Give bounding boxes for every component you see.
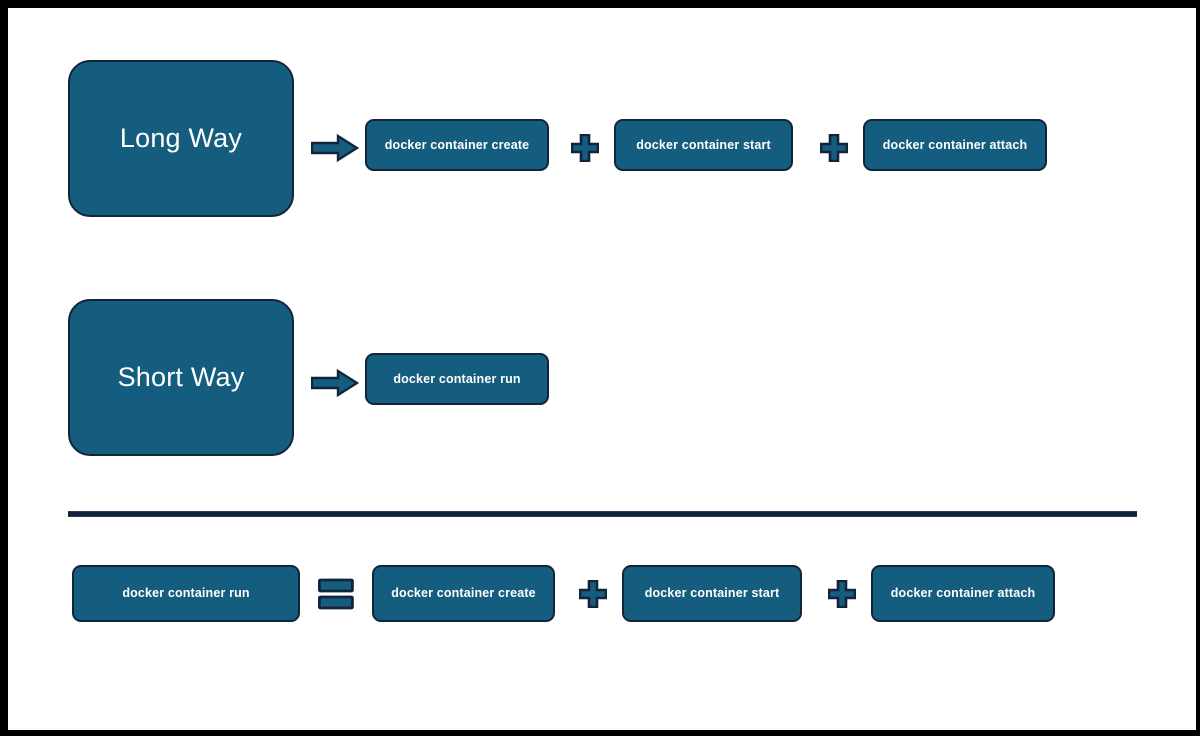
equals-icon: [318, 578, 354, 610]
frame-border-left: [0, 0, 8, 736]
cmd-eq-create-label: docker container create: [391, 586, 536, 601]
cmd-long-attach-label: docker container attach: [882, 137, 1028, 152]
long-way-label: Long Way: [119, 123, 243, 153]
cmd-eq-create[interactable]: docker container create: [372, 565, 555, 622]
plus-icon-long-1: [571, 134, 599, 162]
plus-icon-eq-1: [579, 580, 607, 608]
cmd-long-start[interactable]: docker container start: [614, 119, 793, 171]
cmd-short-run[interactable]: docker container run: [365, 353, 549, 405]
short-way-label: Short Way: [117, 362, 245, 392]
plus-icon-long-2: [820, 134, 848, 162]
cmd-eq-run-label: docker container run: [122, 586, 250, 601]
plus-icon-eq-2: [828, 580, 856, 608]
section-divider: [68, 511, 1137, 517]
cmd-short-run-label: docker container run: [393, 371, 521, 386]
cmd-eq-start-label: docker container start: [644, 586, 780, 601]
long-way-box[interactable]: Long Way: [68, 60, 294, 217]
diagram-stage: Long Way docker container create docker …: [8, 8, 1196, 730]
cmd-eq-attach[interactable]: docker container attach: [871, 565, 1055, 622]
cmd-eq-run[interactable]: docker container run: [72, 565, 300, 622]
cmd-eq-attach-label: docker container attach: [890, 586, 1036, 601]
cmd-long-attach[interactable]: docker container attach: [863, 119, 1047, 171]
cmd-eq-start[interactable]: docker container start: [622, 565, 802, 622]
long-way-arrow-icon: [311, 133, 359, 163]
frame-border-bottom: [0, 730, 1200, 736]
short-way-box[interactable]: Short Way: [68, 299, 294, 456]
cmd-long-create[interactable]: docker container create: [365, 119, 549, 171]
frame-border-right: [1196, 0, 1200, 736]
cmd-long-create-label: docker container create: [384, 137, 530, 152]
frame-border-top: [0, 0, 1200, 8]
cmd-long-start-label: docker container start: [636, 137, 771, 152]
short-way-arrow-icon: [311, 368, 359, 398]
